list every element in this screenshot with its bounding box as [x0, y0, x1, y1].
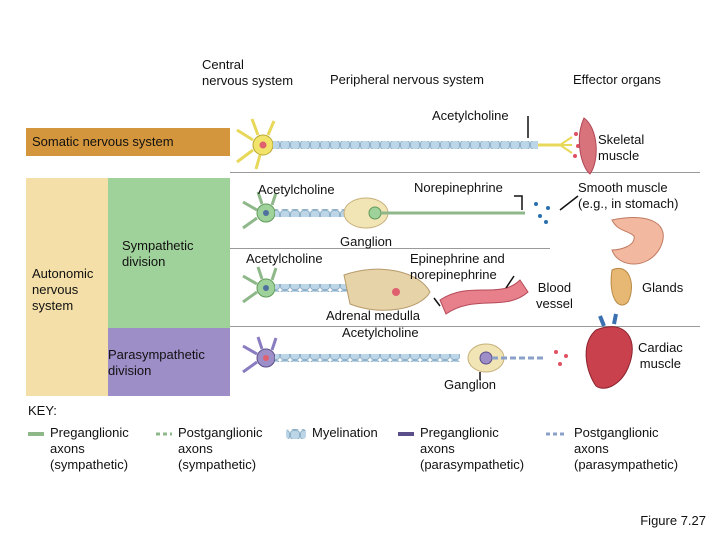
autonomic-bar [26, 178, 108, 396]
key-post-para-label: Postganglionic axons (parasympathetic) [574, 425, 679, 472]
effectors-label: Effector organs [573, 72, 661, 87]
figure-label: Figure 7.27 [640, 513, 706, 528]
key-pre-para-label: Preganglionic axons (parasympathetic) [420, 425, 525, 472]
heart-shape [585, 326, 633, 389]
ganglion-label: Ganglion [340, 234, 393, 249]
key-post-sym-label: Postganglionic axons (sympathetic) [178, 425, 263, 472]
norepinephrine-label: Norepinephrine [414, 180, 503, 195]
sympathetic-bar [108, 178, 230, 328]
parasympathetic-neuron [242, 336, 568, 374]
somatic-bar [26, 128, 230, 156]
separator-line [230, 172, 700, 173]
separator-line [230, 248, 550, 249]
cns-label: Central nervous system [202, 57, 294, 88]
parasympathetic-label: Parasympathetic division [108, 347, 205, 378]
adrenal-medulla-label: Adrenal medulla [326, 308, 420, 323]
adrenal-acetylcholine-label: Acetylcholine [342, 325, 419, 340]
somatic-label: Somatic nervous system [32, 134, 174, 149]
sym-row1-acetylcholine-label: Acetylcholine [258, 182, 335, 197]
sym-row2-acetylcholine-label: Acetylcholine [246, 251, 323, 266]
pns-label: Peripheral nervous system [330, 72, 484, 87]
epinephrine-label: Epinephrine and norepinephrine [410, 251, 505, 282]
glands-label: Glands [642, 280, 684, 295]
sympathetic-neuron-2 [242, 266, 431, 311]
cardiac-muscle-label: Cardiac muscle [638, 340, 683, 371]
para-ganglion-label: Ganglion [444, 377, 497, 392]
smooth-muscle-label: Smooth muscle (e.g., in stomach) [578, 180, 679, 211]
autonomic-label: Autonomic nervous system [32, 266, 94, 313]
separator-line [230, 326, 700, 327]
key-pre-sym-label: Preganglionic axons (sympathetic) [50, 425, 129, 472]
sympathetic-label: Sympathetic division [122, 238, 194, 269]
blood-vessel-shape [439, 279, 529, 315]
blood-vessel-label: Blood vessel [536, 280, 573, 311]
skeletal-muscle-shape [578, 117, 597, 175]
key-title: KEY: [28, 403, 57, 418]
somatic-acetylcholine-label: Acetylcholine [432, 108, 509, 123]
parasympathetic-bar [108, 328, 230, 396]
sympathetic-neuron-1 [242, 191, 550, 230]
key-myelin-swatch [286, 429, 306, 439]
stomach-shape [611, 217, 664, 265]
skeletal-muscle-label: Skeletal muscle [598, 132, 645, 163]
key-myelin-label: Myelination [312, 425, 378, 440]
glands-shape [610, 267, 632, 306]
somatic-neuron [236, 118, 573, 170]
